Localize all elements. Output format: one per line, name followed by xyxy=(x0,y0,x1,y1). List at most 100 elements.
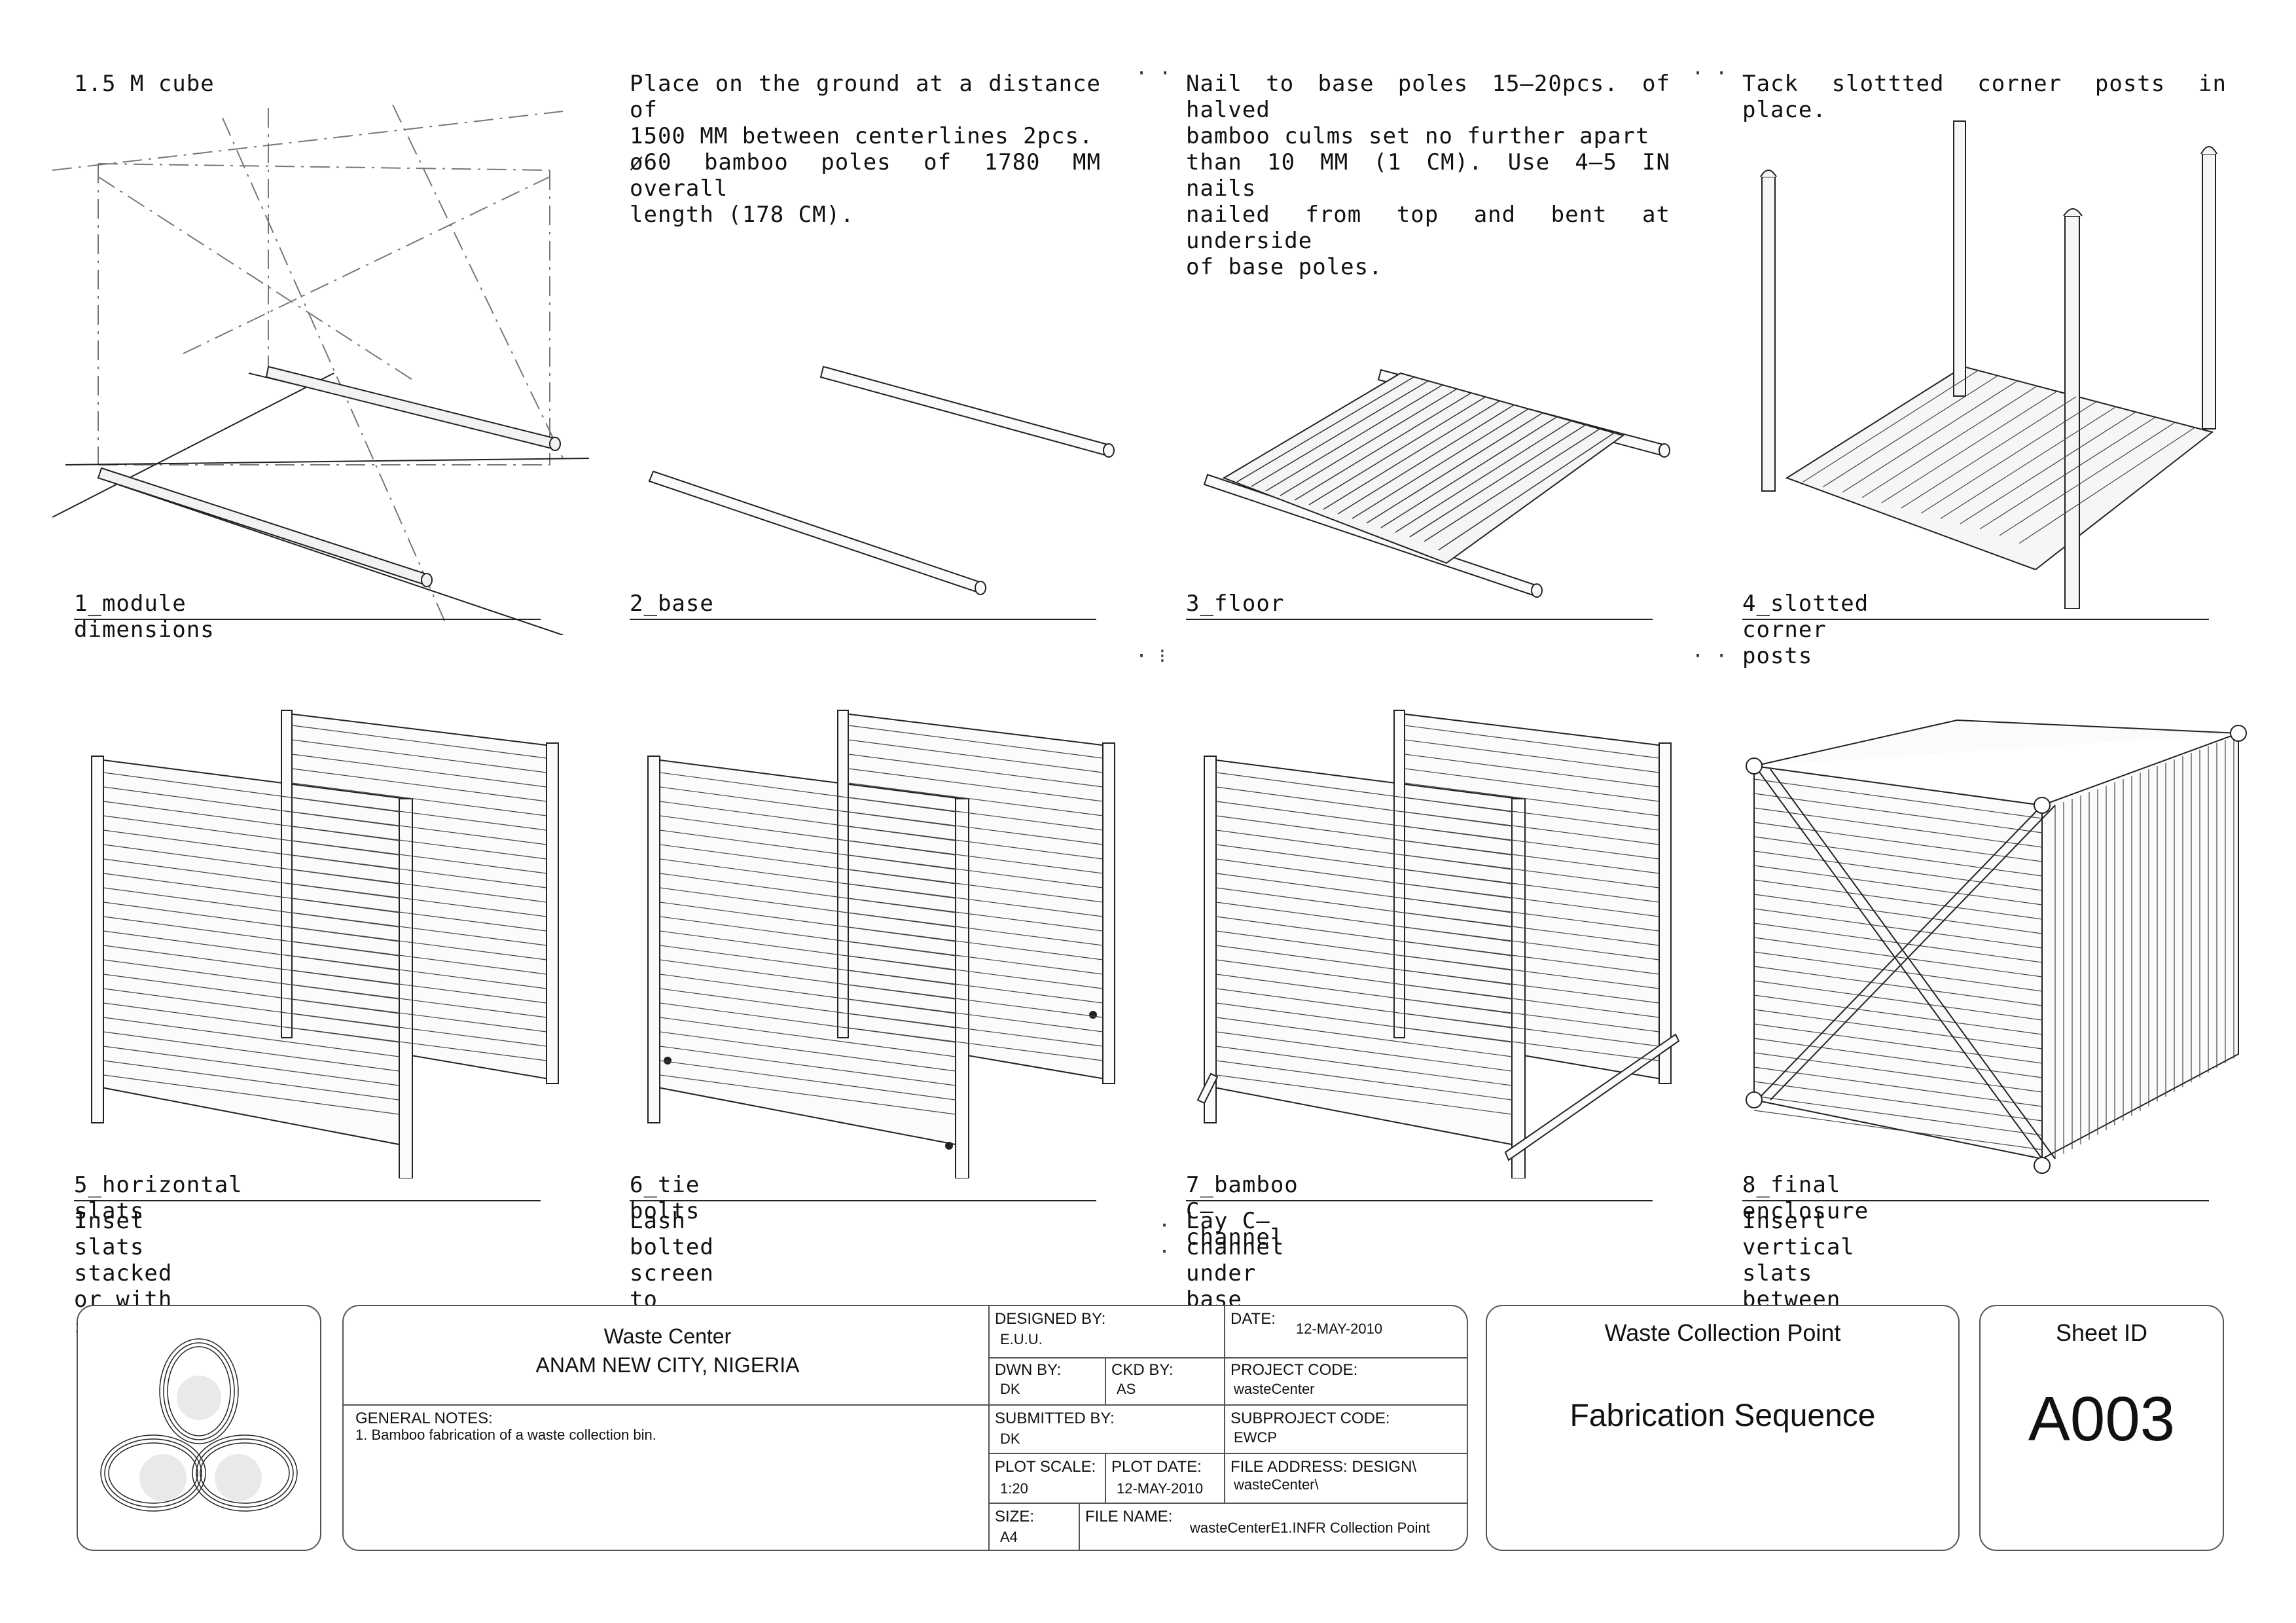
general-note-item: 1. Bamboo fabrication of a waste collect… xyxy=(355,1427,656,1443)
divider xyxy=(988,1404,1467,1406)
slat-line xyxy=(291,898,547,932)
slat-line xyxy=(1404,926,1660,960)
horizontal-slat-line xyxy=(1753,1023,2043,1064)
separator-dots: · ⁝ xyxy=(1136,645,1166,668)
slat-line xyxy=(848,725,1103,759)
slat-line xyxy=(291,854,547,888)
horizontal-slat-line xyxy=(1753,980,2043,1021)
slat-line xyxy=(848,1027,1103,1061)
horizontal-slat-line xyxy=(1753,908,2043,949)
file-address-label: FILE ADDRESS: DESIGN\ xyxy=(1230,1458,1417,1476)
slat-line xyxy=(848,883,1103,917)
floor-drawing xyxy=(1203,369,1670,598)
caption-rule xyxy=(630,1200,1096,1201)
slat-line xyxy=(848,826,1103,860)
slat-line xyxy=(291,826,547,860)
slat-line xyxy=(291,797,547,831)
c-channel-drawing xyxy=(1196,710,1680,1178)
slat-line xyxy=(848,768,1103,802)
divider xyxy=(1079,1503,1080,1550)
slat-line xyxy=(1404,941,1660,975)
slat-line xyxy=(291,883,547,917)
slat-line xyxy=(848,782,1103,816)
plot-scale-value: 1:20 xyxy=(1000,1480,1028,1497)
divider xyxy=(344,1404,988,1406)
slat-line xyxy=(1404,854,1660,888)
slat-line xyxy=(291,926,547,960)
slat-line xyxy=(848,941,1103,975)
slat-line xyxy=(1404,898,1660,932)
horizontal-slat-line xyxy=(1753,1067,2043,1107)
designed-by-value: E.U.U. xyxy=(1000,1331,1043,1347)
ckd-by-label: CKD BY: xyxy=(1111,1361,1174,1379)
panel-note: 1.5 M cube xyxy=(74,71,215,97)
panel-note: Place on the ground at a distance of 150… xyxy=(630,71,1101,228)
slat-line xyxy=(848,739,1103,773)
slat-line xyxy=(1404,768,1660,802)
size-label: SIZE: xyxy=(995,1508,1035,1525)
slat-line xyxy=(103,1046,400,1086)
slat-line xyxy=(291,998,547,1032)
date-label: DATE: xyxy=(1230,1310,1276,1328)
slat-line xyxy=(1404,869,1660,903)
slat-line xyxy=(848,912,1103,946)
slat-line xyxy=(659,1046,956,1086)
horizontal-slat-line xyxy=(1753,1081,2043,1122)
slat-line xyxy=(103,1031,400,1072)
file-address-value: wasteCenter\ xyxy=(1234,1476,1319,1493)
slat-line xyxy=(848,955,1103,989)
logo-box xyxy=(77,1305,321,1551)
slat-line xyxy=(659,1031,956,1072)
divider xyxy=(988,1503,1467,1504)
slat-line xyxy=(291,912,547,946)
drawing-title-box: Waste Collection Point Fabrication Seque… xyxy=(1486,1305,1960,1551)
slat-line xyxy=(1404,883,1660,917)
caption-rule xyxy=(630,619,1096,620)
slat-line xyxy=(848,1013,1103,1047)
submitted-by-value: DK xyxy=(1000,1431,1020,1447)
file-name-label: FILE NAME: xyxy=(1085,1508,1173,1525)
size-value: A4 xyxy=(1000,1529,1018,1545)
slat-line xyxy=(103,1074,400,1115)
horizontal-slat-line xyxy=(1753,1095,2043,1136)
slat-line xyxy=(1215,1046,1513,1086)
project-location: ANAM NEW CITY, NIGERIA xyxy=(535,1353,800,1377)
slat-line xyxy=(1404,811,1660,845)
horizontal-slat-line xyxy=(1753,836,2043,877)
subproject-code-value: EWCP xyxy=(1234,1429,1277,1446)
horizontal-slat-line xyxy=(1753,778,2043,819)
slat-line xyxy=(291,840,547,874)
horizontal-slats-drawing xyxy=(91,710,559,1178)
panel-note: Nail to base poles 15—20pcs. of halved b… xyxy=(1186,71,1670,280)
horizontal-slat-line xyxy=(1753,865,2043,905)
slat-line xyxy=(1404,797,1660,831)
designed-by-label: DESIGNED BY: xyxy=(995,1310,1106,1328)
project-code-label: PROJECT CODE: xyxy=(1230,1361,1358,1379)
slat-line xyxy=(1215,1060,1513,1101)
slat-line xyxy=(848,998,1103,1032)
base-poles-drawing xyxy=(648,365,1115,595)
horizontal-slat-line xyxy=(1753,922,2043,963)
panel-caption: 3_floor xyxy=(1186,591,1285,617)
caption-rule xyxy=(1742,1200,2209,1201)
tie-bolts-drawing xyxy=(647,710,1115,1178)
slat-line xyxy=(659,1074,956,1115)
horizontal-slat-line xyxy=(1753,937,2043,977)
slat-line xyxy=(1404,1027,1660,1061)
slat-line xyxy=(848,926,1103,960)
slat-line xyxy=(1404,826,1660,860)
slat-line xyxy=(1404,970,1660,1004)
module-cube-drawing xyxy=(52,104,589,635)
slat-line xyxy=(291,768,547,802)
panel-caption: 6_tie bolts xyxy=(630,1172,700,1224)
caption-rule xyxy=(74,1200,541,1201)
slat-line xyxy=(291,754,547,788)
drawing-title-top: Waste Collection Point xyxy=(1604,1319,1841,1346)
slat-line xyxy=(291,869,547,903)
separator-dots: · · xyxy=(1136,62,1172,85)
horizontal-slat-line xyxy=(1753,1052,2043,1093)
divider xyxy=(988,1357,1467,1359)
slat-line xyxy=(291,725,547,759)
horizontal-slat-line xyxy=(1753,807,2043,848)
separator-dots: · xyxy=(1158,1214,1171,1237)
